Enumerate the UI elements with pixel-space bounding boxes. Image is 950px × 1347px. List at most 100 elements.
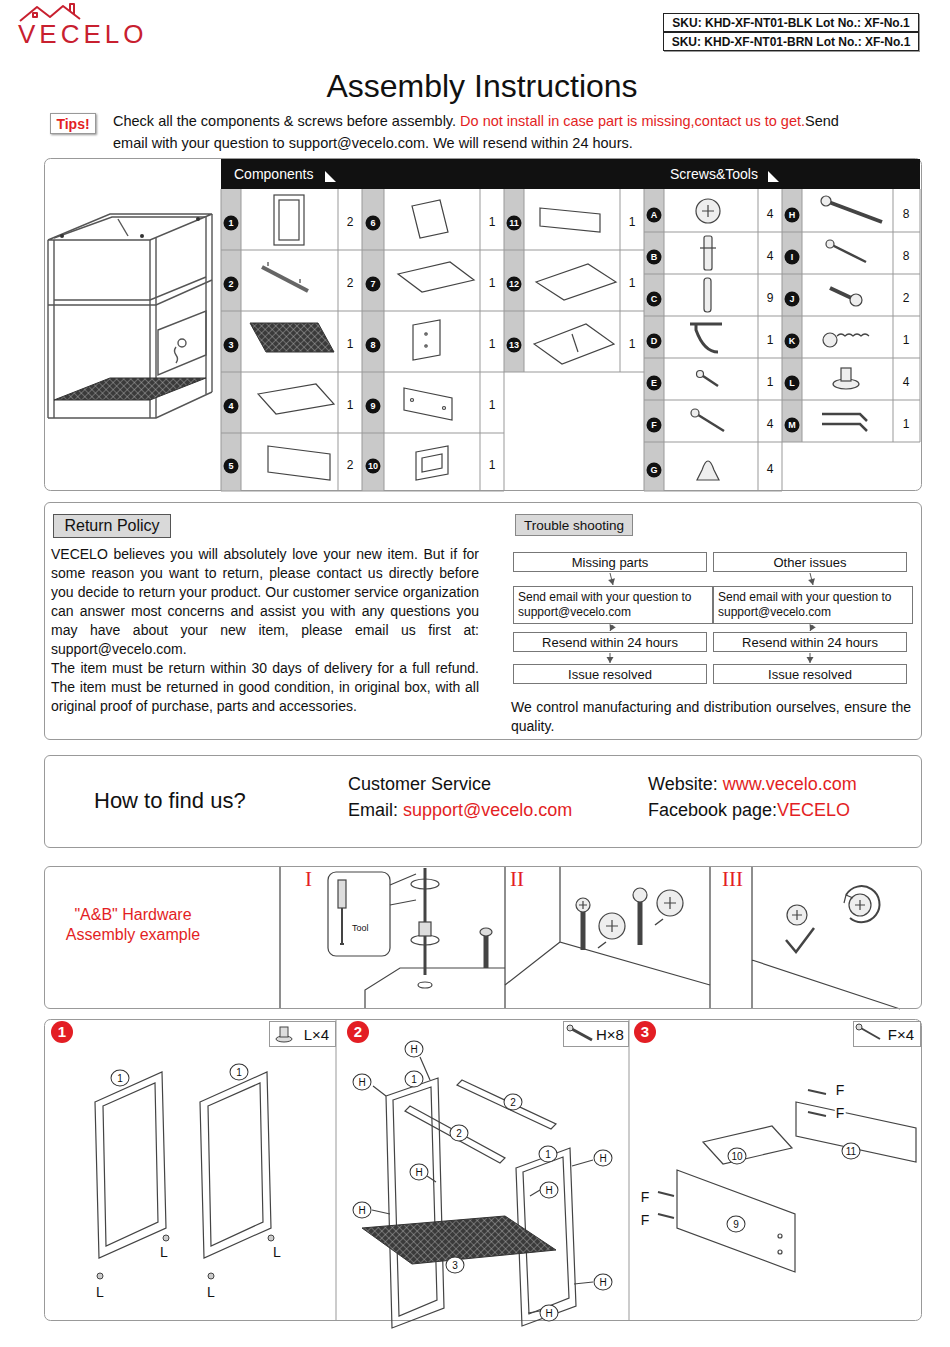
hardware-drawing bbox=[850, 294, 862, 306]
foot-glide bbox=[97, 1235, 274, 1279]
callout-letter: I bbox=[785, 250, 800, 265]
quantity: 8 bbox=[903, 207, 910, 221]
box-text: VECELO bbox=[777, 800, 850, 820]
table-grid bbox=[221, 189, 920, 491]
quantity: 1 bbox=[629, 337, 636, 351]
process-box: Issue resolved bbox=[513, 664, 707, 684]
arrow-head bbox=[608, 578, 615, 585]
callout-number: H bbox=[594, 1274, 613, 1291]
frame-drawing bbox=[457, 1080, 556, 1129]
count-icons bbox=[567, 1025, 573, 1031]
callout-number: 9 bbox=[366, 399, 381, 414]
box-text: H×8 bbox=[596, 1026, 624, 1043]
flow-arrow bbox=[807, 653, 814, 663]
box-text: Screws&Tools bbox=[670, 166, 758, 182]
callout-number: 1 bbox=[405, 1071, 424, 1088]
quantity: 9 bbox=[767, 291, 774, 305]
frame-drawing bbox=[386, 1078, 444, 1328]
arrow-head bbox=[810, 624, 816, 631]
contact-panel: How to find us?Customer ServiceEmail:sup… bbox=[44, 755, 922, 848]
panel-drawing bbox=[677, 1170, 795, 1272]
flow-arrow bbox=[608, 573, 615, 585]
hardware-letter: L bbox=[159, 1245, 169, 1260]
frame-drawing bbox=[405, 1106, 505, 1163]
frame-drawing bbox=[372, 1057, 593, 1313]
callout-number: 2 bbox=[450, 1125, 469, 1142]
part-drawing bbox=[274, 195, 304, 245]
hardware-example bbox=[418, 982, 432, 988]
callout-number: 10 bbox=[728, 1148, 747, 1165]
panel-drawing bbox=[658, 1090, 826, 1218]
callout-letter: E bbox=[647, 376, 662, 391]
furniture-illustration bbox=[48, 214, 212, 418]
callout-number: 1 bbox=[111, 1070, 130, 1087]
hardware-example bbox=[792, 910, 802, 920]
table-grid bbox=[221, 250, 644, 491]
callout-number: 3 bbox=[446, 1257, 465, 1274]
mesh-part bbox=[250, 323, 334, 352]
quantity: 4 bbox=[767, 417, 774, 431]
step-number: 3 bbox=[634, 1021, 656, 1043]
hardware-example bbox=[280, 866, 710, 1009]
table-strips bbox=[221, 189, 241, 491]
box-text: Components bbox=[234, 166, 313, 182]
hardware-example bbox=[786, 928, 814, 952]
table-strips bbox=[221, 189, 802, 491]
box-text: Return Policy bbox=[64, 517, 159, 535]
furniture-illustration bbox=[175, 347, 178, 363]
box-text: Website: bbox=[648, 774, 718, 794]
box-text: www.vecelo.com bbox=[723, 774, 857, 794]
frame-drawing bbox=[103, 1083, 158, 1246]
panel-drawing bbox=[703, 1126, 792, 1164]
section-heading: Trouble shooting bbox=[515, 514, 633, 536]
part-drawing bbox=[572, 334, 578, 352]
quantity: 2 bbox=[347, 215, 354, 229]
hardware-example bbox=[576, 898, 590, 912]
part-drawing bbox=[443, 407, 446, 410]
hardware-example bbox=[599, 913, 625, 939]
foot-glide bbox=[97, 1273, 103, 1279]
furniture-illustration bbox=[118, 219, 128, 236]
hardware-drawing bbox=[690, 196, 882, 480]
quantity: 1 bbox=[629, 215, 636, 229]
hardware-drawing bbox=[697, 461, 719, 480]
quantity: 4 bbox=[767, 207, 774, 221]
foot-glide bbox=[163, 1235, 169, 1241]
part-drawing bbox=[268, 446, 330, 480]
instruction-line: Check all the components & screws before… bbox=[113, 110, 858, 154]
top-bolts bbox=[60, 217, 200, 238]
hardware-drawing bbox=[837, 334, 869, 336]
callout-letter: C bbox=[647, 292, 662, 307]
part-drawing bbox=[258, 384, 334, 414]
hardware-example bbox=[280, 866, 900, 1009]
process-box: Send email with your question to support… bbox=[513, 586, 713, 624]
callout-number: H bbox=[410, 1164, 429, 1181]
panel-drawing bbox=[796, 1102, 916, 1162]
callout-number: 12 bbox=[507, 277, 522, 292]
quantity: 2 bbox=[347, 458, 354, 472]
steps-panel bbox=[45, 1020, 922, 1321]
hardware-example bbox=[390, 874, 416, 905]
hardware-example bbox=[505, 866, 710, 985]
callout-number: 3 bbox=[224, 338, 239, 353]
step-number: 1 bbox=[51, 1021, 73, 1043]
quantity: 2 bbox=[903, 291, 910, 305]
step-number: 2 bbox=[347, 1021, 369, 1043]
text-group: We control manufacturing and distributio… bbox=[511, 698, 911, 736]
table-strips bbox=[644, 189, 664, 491]
hardware-example bbox=[484, 935, 489, 968]
page-title: Assembly Instructions bbox=[0, 66, 950, 106]
hardware-example bbox=[411, 879, 439, 889]
callout-number: 11 bbox=[507, 216, 522, 231]
part-drawing bbox=[413, 320, 440, 360]
hardware-example bbox=[844, 895, 853, 903]
part-drawing bbox=[416, 446, 448, 480]
table-strips bbox=[362, 189, 384, 491]
callout-number: 13 bbox=[507, 338, 522, 353]
process-box: Issue resolved bbox=[713, 664, 907, 684]
callout-number: 11 bbox=[842, 1143, 861, 1160]
count-box: F×4 bbox=[853, 1021, 921, 1047]
logo-roof bbox=[20, 4, 80, 21]
box-text: Send email with your question to support… bbox=[518, 590, 708, 620]
table-grid bbox=[221, 189, 920, 491]
